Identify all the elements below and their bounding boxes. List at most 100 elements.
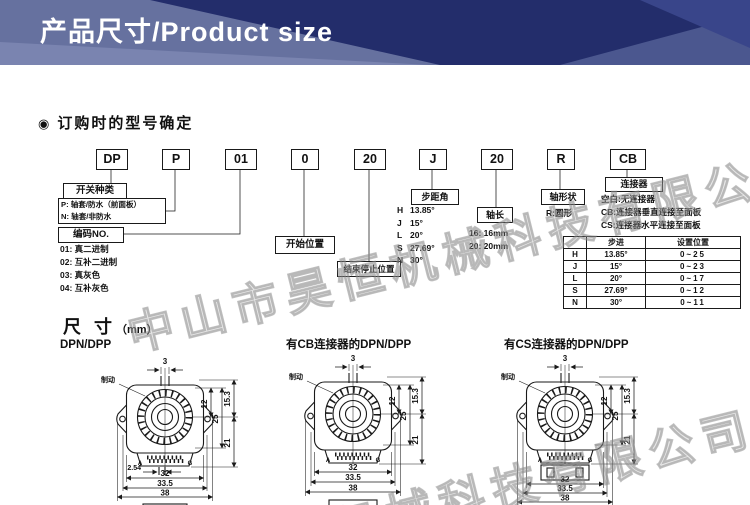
switch-type-options-box: P: 轴套/防水（前面板） N: 轴套/非防水 <box>58 198 166 224</box>
connector-option: CS:连接器水平连接至面板 <box>601 220 701 230</box>
coding-option: 01: 真二进制 <box>60 244 109 254</box>
table-header-row: 步进 设置位置 <box>563 236 741 249</box>
dim-bottom-32: 32 <box>561 475 570 484</box>
switch-type-option: P: 轴套/防水（前面板） <box>61 200 142 209</box>
table-row: H 13.85° 0~25 <box>563 248 741 261</box>
pin-label-a: A <box>138 461 143 467</box>
model-code-box-j: J <box>419 149 447 170</box>
pin-label-g: G <box>188 461 193 467</box>
bullet-icon: ◉ <box>38 116 50 131</box>
drawing-dpn-dpp: 3 制动 A G 12 25 15.3 21 <box>101 357 238 505</box>
pin-label-g: G <box>376 458 381 464</box>
dim-right-12: 12 <box>600 396 609 405</box>
coding-option: 02: 互补二进制 <box>60 257 118 267</box>
drawing-title-cb: 有CB连接器的DPN/DPP <box>286 339 412 351</box>
coding-no-label: 编码NO. <box>58 227 124 243</box>
dim-bottom-335: 33.5 <box>557 484 573 493</box>
drawing-title-dpn: DPN/DPP <box>60 339 112 351</box>
coding-options: 01: 真二进制 02: 互补二进制 03: 真灰色 04: 互补灰色 <box>60 243 117 295</box>
table-cell: 20° <box>586 272 646 285</box>
switch-type-option: N: 轴套/非防水 <box>61 212 112 221</box>
connector-option: CB:连接器垂直连接至面板 <box>601 207 702 217</box>
switch-type-label: 开关种类 <box>63 183 127 199</box>
shaft-shape-note: R:圆形 <box>546 208 572 218</box>
model-code-connector-lines <box>110 170 628 261</box>
dim-top: 3 <box>163 357 168 366</box>
table-row: J 15° 0~23 <box>563 260 741 273</box>
drawing-cs-dpn-dpp: 3 制动 A G 12 25 15.3 21 <box>501 354 638 505</box>
connector-options: 空白:无连接器 CB:连接器垂直连接至面板 CS:连接器水平连接至面板 <box>601 193 701 232</box>
table-cell: 27.69° <box>586 284 646 297</box>
model-code-box-dp: DP <box>96 149 128 170</box>
dim-bottom-335: 33.5 <box>157 479 173 488</box>
dim-top: 3 <box>563 354 568 363</box>
dim-right-12: 12 <box>200 399 209 408</box>
dim-right-153: 15.3 <box>411 388 420 404</box>
coding-option: 04: 互补灰色 <box>60 283 109 293</box>
table-cell: 13.85° <box>586 248 646 261</box>
dim-top: 3 <box>351 354 356 363</box>
table-row: N 30° 0~11 <box>563 296 741 309</box>
dim-right-25: 25 <box>211 414 220 423</box>
model-code-box-0: 0 <box>291 149 319 170</box>
model-code-box-20a: 20 <box>354 149 386 170</box>
shaft-length-label: 轴长 <box>477 207 513 223</box>
page-title: 产品尺寸/Product size <box>40 17 334 47</box>
dim-bottom-38: 38 <box>561 494 570 503</box>
table-cell: 0~12 <box>645 284 741 297</box>
dimensions-unit: （mm） <box>116 324 158 336</box>
table-cell: N <box>563 296 587 309</box>
dim-bottom-32: 32 <box>349 463 358 472</box>
dim-right-25: 25 <box>399 411 408 420</box>
table-cell: 0~25 <box>645 248 741 261</box>
shaft-length-options: 16: 16mm 20: 20mm <box>469 227 508 253</box>
step-angle-label: 步距角 <box>411 189 459 205</box>
pin-label-g: G <box>588 458 593 464</box>
table-cell: 30° <box>586 296 646 309</box>
brake-label: 制动 <box>289 372 303 381</box>
connector-option: 空白:无连接器 <box>601 194 655 204</box>
model-code-box-r: R <box>547 149 575 170</box>
dim-right-21: 21 <box>223 438 232 447</box>
table-row: L 20° 0~17 <box>563 272 741 285</box>
model-code-box-cb: CB <box>610 149 646 170</box>
dimensions-title-text: 尺 寸 <box>63 317 117 337</box>
brake-label: 制动 <box>501 372 515 381</box>
table-cell: 0~23 <box>645 260 741 273</box>
table-cell: S <box>563 284 587 297</box>
table-cell: 0~17 <box>645 272 741 285</box>
dim-bottom-335: 33.5 <box>345 473 361 482</box>
shaft-length-option: 16: 16mm <box>469 228 509 238</box>
shaft-shape-label: 轴形状 <box>541 189 585 205</box>
model-code-box-p: P <box>162 149 190 170</box>
table-cell: L <box>563 272 587 285</box>
connector-label: 连接器 <box>605 177 663 192</box>
dim-right-153: 15.3 <box>623 388 632 404</box>
table-header-cell <box>563 236 587 249</box>
dimensions-section-title: 尺 寸（mm） <box>63 313 158 339</box>
table-cell: 0~11 <box>645 296 741 309</box>
pin-label-a: A <box>326 458 331 464</box>
end-position-label: 结束停止位置 <box>337 261 401 277</box>
dim-bottom-38: 38 <box>161 489 170 498</box>
ordering-section-title: ◉订购时的型号确定 <box>38 112 193 133</box>
dim-right-21: 21 <box>411 435 420 444</box>
dim-right-12: 12 <box>388 396 397 405</box>
table-cell: J <box>563 260 587 273</box>
drawing-cb-dpn-dpp: 3 制动 A G 12 25 15.3 21 <box>289 354 426 505</box>
dim-pitch: 2.54 <box>127 465 141 472</box>
brake-label: 制动 <box>101 375 115 384</box>
dim-bottom-32: 32 <box>161 469 170 478</box>
step-position-table: 步进 设置位置 H 13.85° 0~25 J 15° 0~23 L 20° 0… <box>563 236 741 309</box>
dim-bottom-38: 38 <box>349 484 358 493</box>
model-code-box-20b: 20 <box>481 149 513 170</box>
dim-right-21: 21 <box>623 435 632 444</box>
drawing-title-cs: 有CS连接器的DPN/DPP <box>504 339 629 351</box>
